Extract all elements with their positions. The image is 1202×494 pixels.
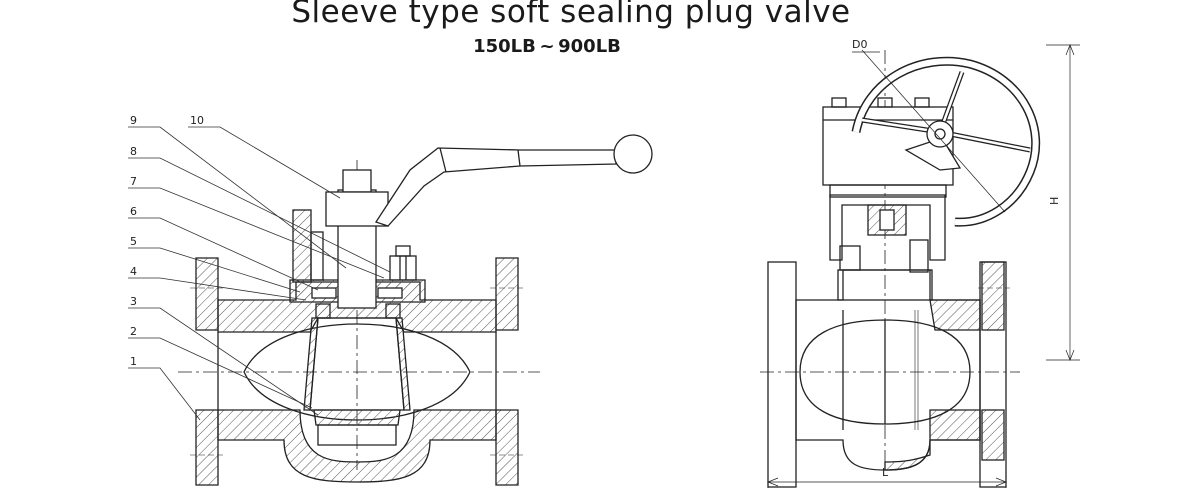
body-bottom-wall (217, 409, 497, 483)
gear-operated-view (760, 44, 1080, 488)
pressure-class-range: 150LB ~ 900LB (473, 36, 621, 57)
part-leaders (128, 126, 391, 421)
part-label-2: 2 (130, 325, 137, 338)
plug-bottom (313, 409, 401, 426)
part-label-4: 4 (130, 265, 137, 278)
part-label-5: 5 (130, 235, 137, 248)
part-label-10: 10 (190, 114, 204, 127)
part-label-8: 8 (130, 145, 137, 158)
part-label-1: 1 (130, 355, 137, 368)
bracket (829, 194, 946, 261)
drawing-title: Sleeve type soft sealing plug valve (291, 0, 851, 30)
port-left (799, 319, 886, 425)
dimension-label-h: H (1048, 197, 1061, 205)
part-label-3: 3 (130, 295, 137, 308)
right-flange (490, 257, 525, 486)
part-label-6: 6 (130, 205, 137, 218)
left-flange (190, 257, 225, 486)
dimension-label-d0: D0 (852, 38, 867, 51)
part-label-7: 7 (130, 175, 137, 188)
stop-block (292, 209, 312, 283)
left-flange-outline (767, 261, 797, 488)
dimension-label-l: L (882, 466, 889, 479)
part-number-labels: 9 10 8 7 6 5 4 3 2 1 (130, 114, 204, 368)
wrench-handle (374, 147, 617, 227)
sectional-view (178, 134, 653, 486)
handwheel-hub (926, 120, 954, 148)
part-label-9: 9 (130, 114, 137, 127)
handle-ball (613, 134, 653, 174)
